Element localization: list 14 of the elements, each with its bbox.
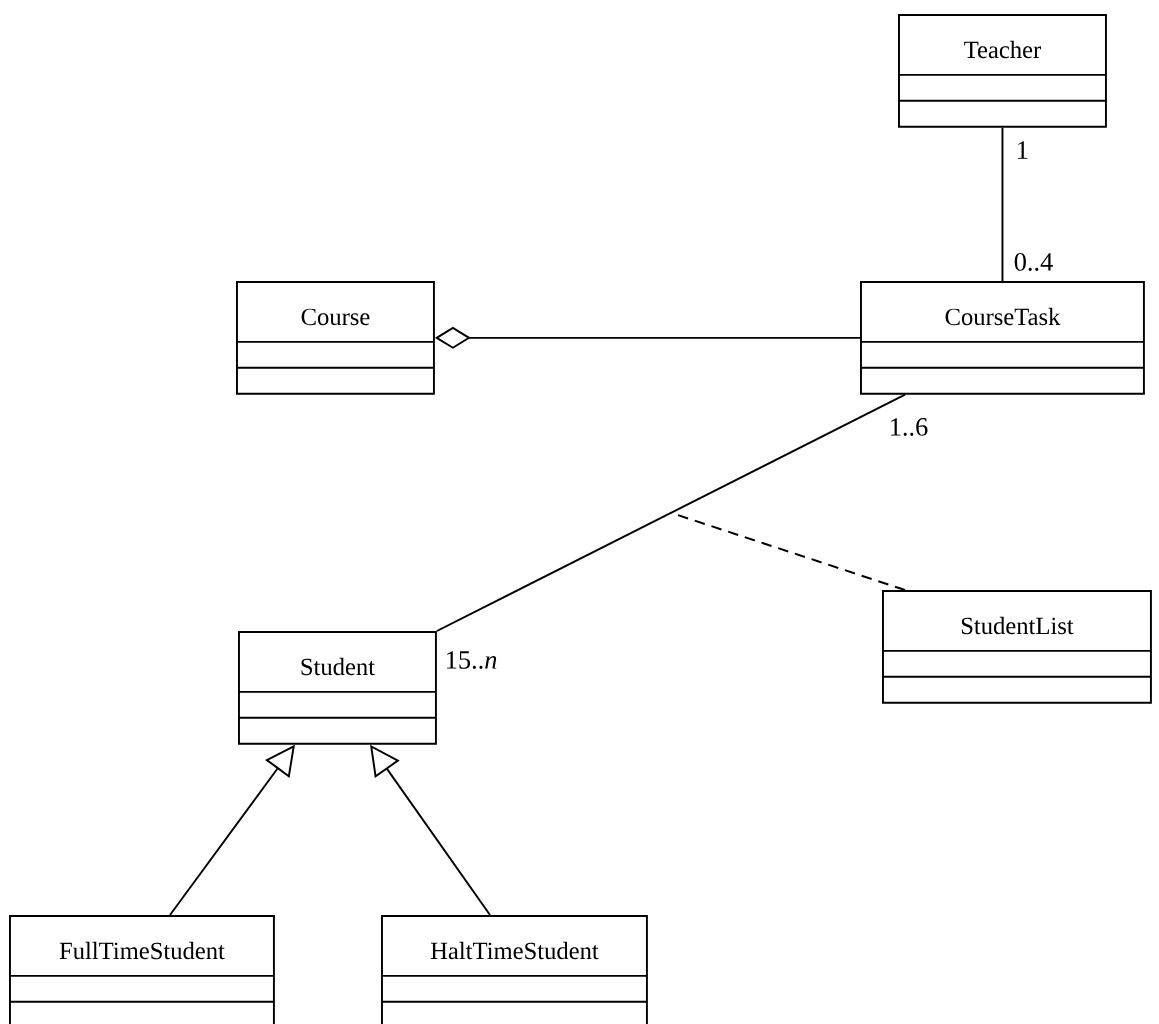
class-box: Course: [236, 281, 435, 395]
association-line: [435, 393, 906, 632]
dashed-line: [670, 511, 906, 591]
multiplicity-label: 15..n: [447, 651, 497, 669]
association-line: [1001, 126, 1004, 282]
class-box: HaltTimeStudent: [381, 915, 648, 1024]
class-box: Student: [238, 631, 437, 745]
multiplicity-label: 0..4: [1014, 253, 1053, 271]
multiplicity-label: 1: [1018, 141, 1028, 159]
class-box: StudentList: [882, 590, 1152, 704]
class-box: CourseTask: [860, 281, 1145, 395]
class-box: FullTimeStudent: [9, 915, 275, 1024]
multiplicity-label: 1..6: [891, 418, 928, 436]
class-box: Teacher: [898, 14, 1107, 128]
